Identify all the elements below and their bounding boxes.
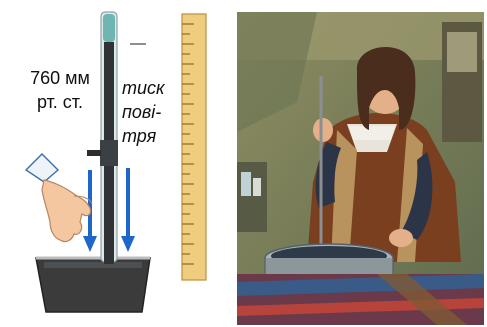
torricelli-diagram	[0, 0, 235, 327]
engraving-illustration	[237, 12, 484, 325]
table	[237, 274, 484, 325]
mercury-dish	[36, 258, 150, 312]
air-pressure-label: тиск пові- тря	[122, 76, 165, 148]
arrow-down-icon	[121, 168, 135, 252]
mercury-height-value: 760 мм	[8, 66, 112, 90]
hand-icon	[26, 154, 92, 242]
mercury-height-unit: рт. ст.	[8, 90, 112, 114]
ruler	[182, 14, 206, 280]
air-pressure-line-1: тиск	[122, 76, 165, 100]
air-pressure-line-2: пові-	[122, 100, 165, 124]
air-pressure-line-3: тря	[122, 124, 165, 148]
mercury-height-label: 760 мм рт. ст.	[8, 66, 112, 114]
